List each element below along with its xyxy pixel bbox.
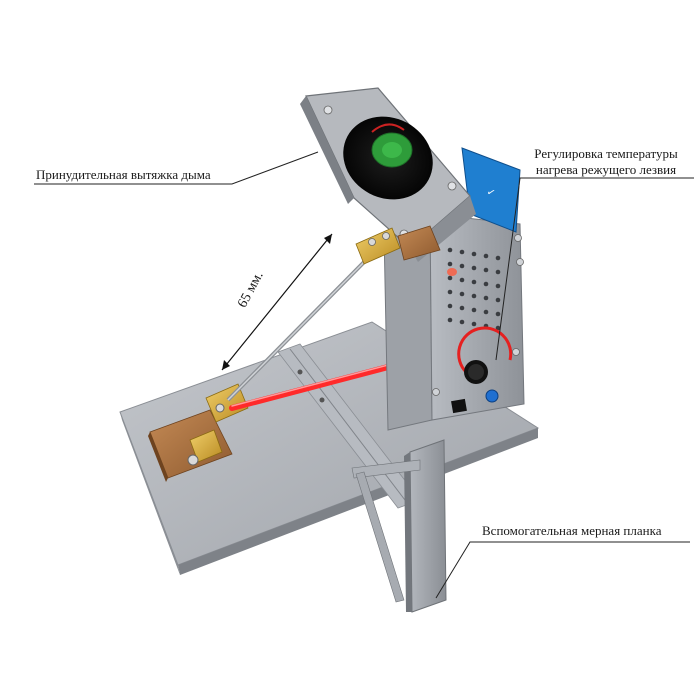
callout-lines [34,151,694,599]
knob-icon [457,326,513,403]
lower-brass-clamp [187,383,249,466]
callout-temperature-line-2: нагрева режущего лезвия [535,162,677,177]
callout-temperature-line-1: Регулировка температуры [534,146,678,161]
control-box [383,213,525,431]
wood-block [148,409,233,482]
callout-temperature-control: Регулировка температуры нагрева режущего… [521,146,691,178]
fan-icon [343,116,433,200]
measuring-strip [351,439,447,613]
blade-arm [226,252,374,402]
vent-holes [447,247,501,331]
rocker-switch-icon [451,398,467,414]
dimension-arrow [221,233,333,371]
callout-measuring-strip: Вспомогательная мерная планка [482,523,662,538]
svg-text:✓: ✓ [485,186,497,199]
callout-fume-extraction: Принудительная вытяжка дыма [36,167,211,182]
upper-brass-clamp [355,225,441,265]
